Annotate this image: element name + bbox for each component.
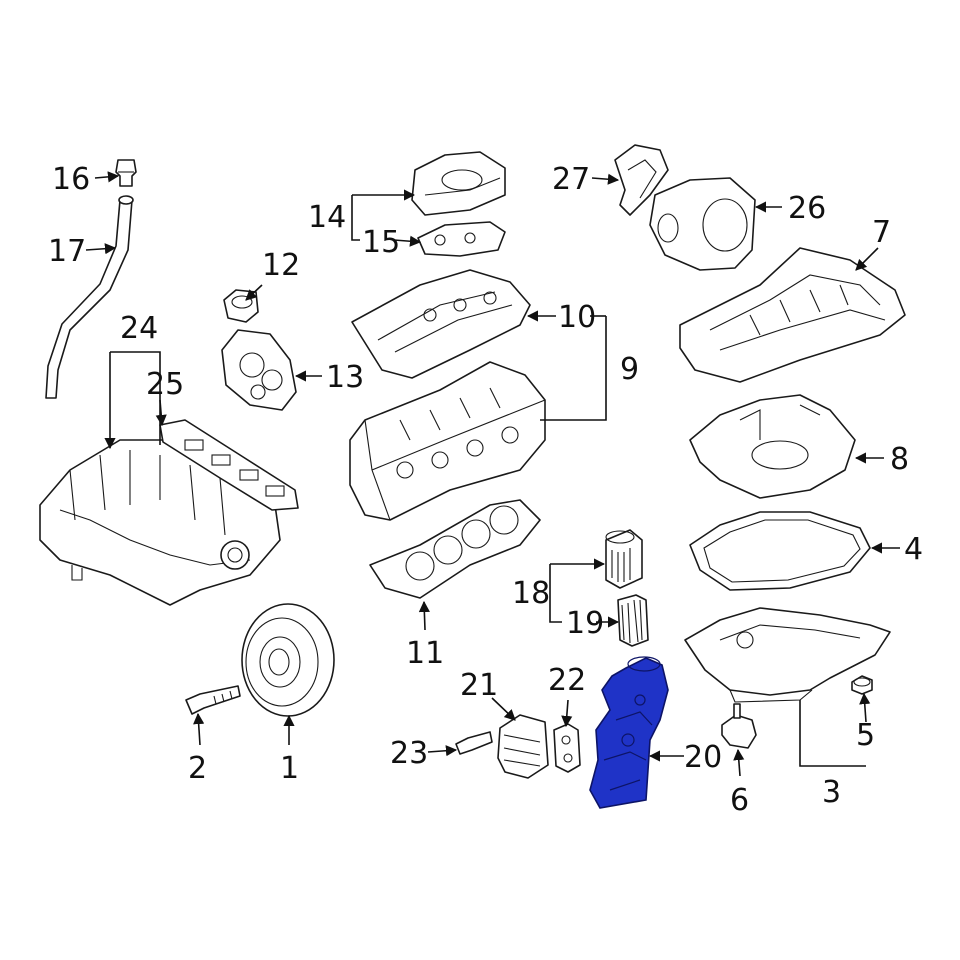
part-14-cover bbox=[411, 151, 506, 216]
callout-15: 15 bbox=[362, 225, 400, 260]
part-11-head-gasket bbox=[369, 499, 541, 599]
part-26-pump bbox=[649, 177, 756, 271]
part-2-bolt bbox=[185, 685, 241, 715]
callout-21: 21 bbox=[460, 668, 498, 703]
callout-4: 4 bbox=[904, 532, 923, 567]
callout-10: 10 bbox=[558, 300, 596, 335]
part-23-bolt bbox=[455, 731, 493, 755]
part-15-gasket bbox=[417, 221, 506, 257]
part-13-timing-cover bbox=[221, 329, 297, 411]
part-1-crank-pulley bbox=[241, 603, 335, 717]
part-6-oil-level-sensor bbox=[721, 703, 757, 749]
part-21-oil-cooler bbox=[497, 714, 549, 779]
callout-2: 2 bbox=[188, 751, 207, 786]
callout-12: 12 bbox=[262, 248, 300, 283]
callout-13: 13 bbox=[326, 360, 364, 395]
callout-17: 17 bbox=[48, 234, 86, 269]
callout-1: 1 bbox=[280, 751, 299, 786]
callout-6: 6 bbox=[730, 783, 749, 818]
callout-24: 24 bbox=[120, 311, 158, 346]
part-27-gasket bbox=[614, 144, 669, 216]
callout-22: 22 bbox=[548, 663, 586, 698]
part-8-oil-baffle bbox=[689, 394, 856, 499]
part-19-filter-element bbox=[617, 594, 649, 647]
leader-lines bbox=[85, 171, 900, 777]
callout-16: 16 bbox=[52, 162, 90, 197]
callout-9: 9 bbox=[620, 352, 639, 387]
part-16-dipstick-cap bbox=[115, 159, 137, 187]
part-3-oil-pan bbox=[684, 607, 891, 703]
part-7-upper-oil-pan bbox=[679, 247, 906, 383]
callout-14: 14 bbox=[308, 200, 346, 235]
callout-8: 8 bbox=[890, 442, 909, 477]
callout-25: 25 bbox=[146, 367, 184, 402]
callout-27: 27 bbox=[552, 162, 590, 197]
part-4-pan-gasket bbox=[689, 511, 871, 591]
callout-7: 7 bbox=[872, 215, 891, 250]
callout-23: 23 bbox=[390, 736, 428, 771]
part-25-intake-gasket bbox=[159, 419, 299, 511]
part-10-camshaft-housing bbox=[351, 269, 531, 379]
part-17-dipstick-tube bbox=[45, 195, 134, 399]
callout-11: 11 bbox=[406, 636, 444, 671]
callout-18: 18 bbox=[512, 576, 550, 611]
callout-20: 20 bbox=[684, 740, 722, 775]
part-18-oil-filter bbox=[605, 529, 643, 589]
callout-5: 5 bbox=[856, 718, 875, 753]
part-24-intake-manifold bbox=[39, 439, 281, 606]
callout-26: 26 bbox=[788, 191, 826, 226]
part-9-cylinder-head bbox=[349, 361, 546, 521]
part-5-drain-plug bbox=[851, 675, 873, 695]
part-22-gasket bbox=[553, 723, 581, 773]
callout-3: 3 bbox=[822, 775, 841, 810]
callout-labels: 16 17 24 25 12 13 14 15 10 9 11 27 26 7 … bbox=[48, 162, 923, 818]
callout-19: 19 bbox=[566, 606, 604, 641]
part-12-sensor bbox=[223, 289, 259, 323]
part-20-oil-filter-housing bbox=[589, 656, 669, 809]
